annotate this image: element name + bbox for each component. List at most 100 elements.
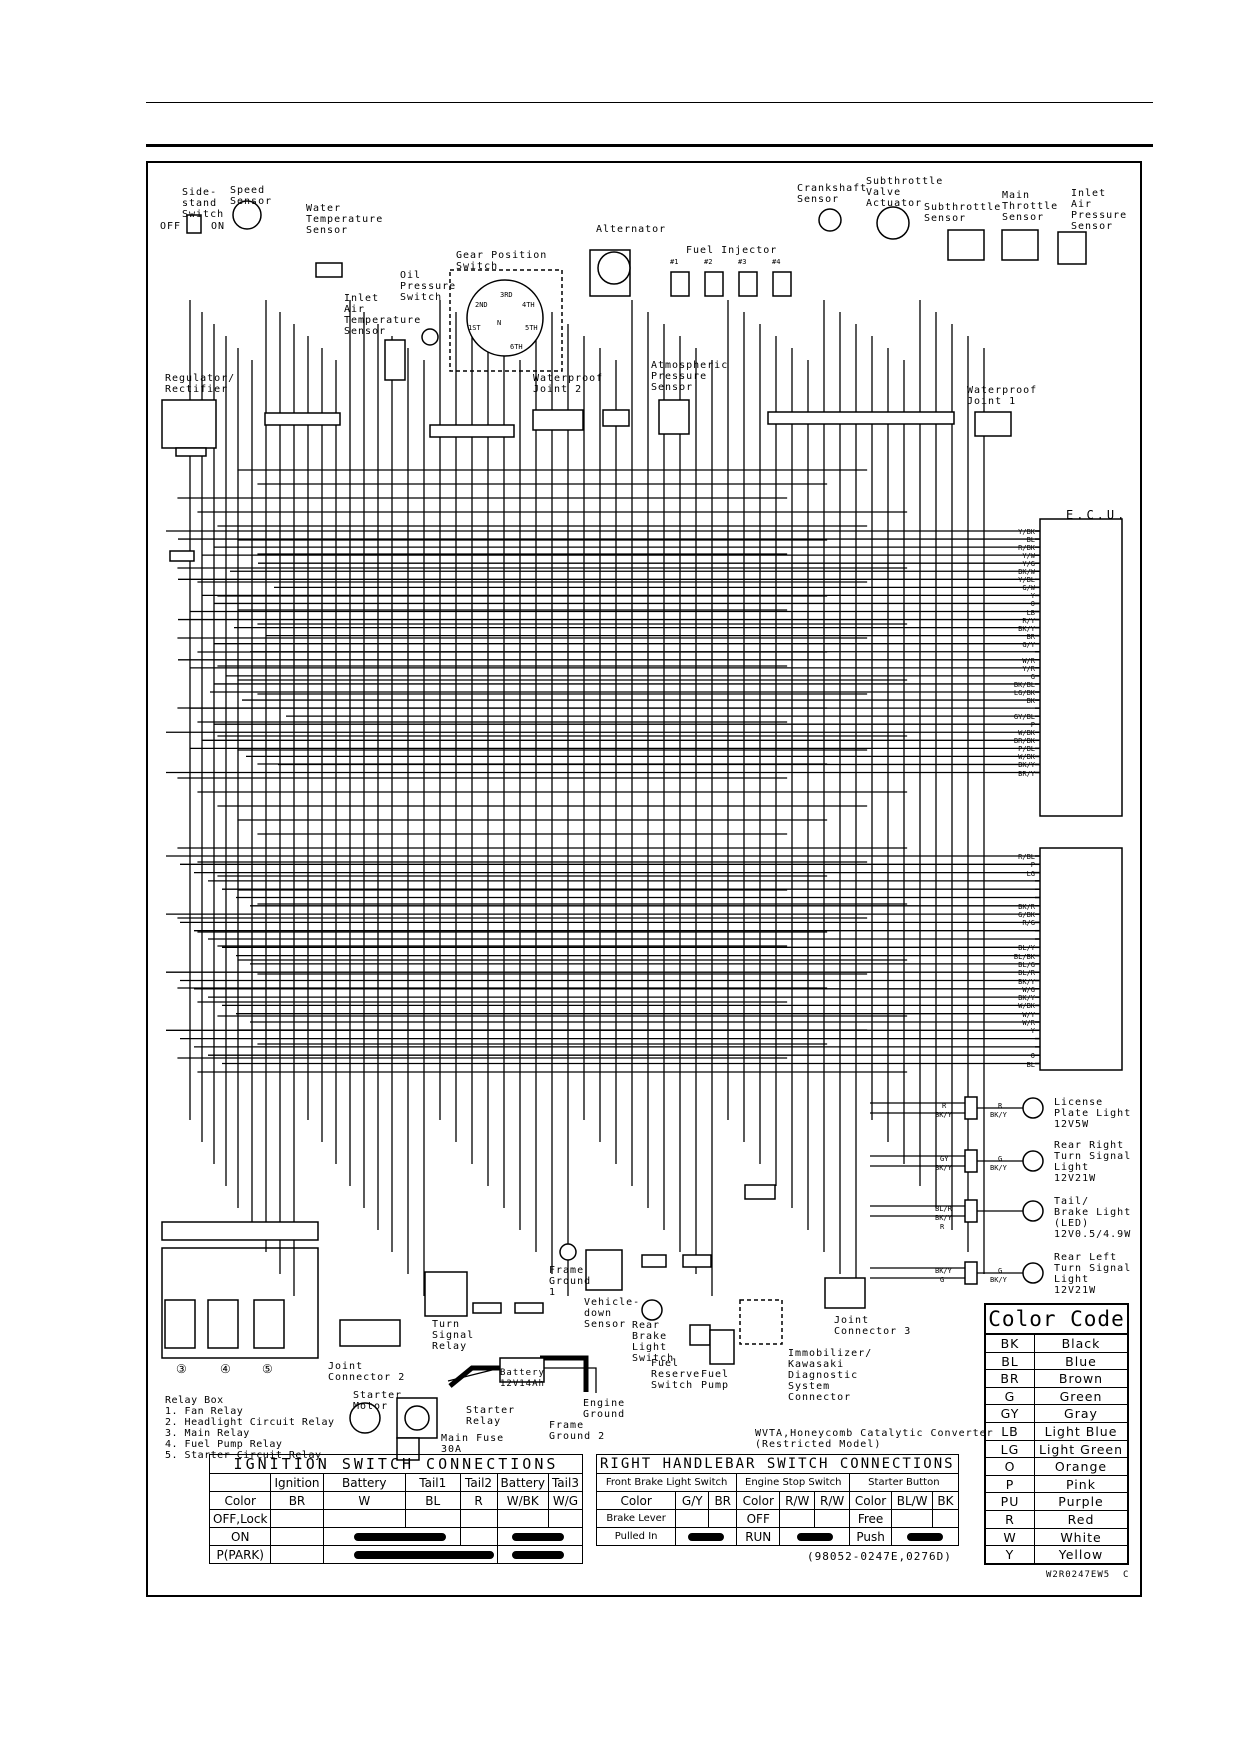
rear-light-bulb: [1022, 1097, 1044, 1119]
color-code-name: Orange: [1054, 1459, 1108, 1475]
turn-signal-relay-label: Turn Signal Relay: [432, 1319, 475, 1352]
color-code-name: Yellow: [1058, 1547, 1104, 1563]
license-plate-light-label: License Plate Light 12V5W: [1054, 1097, 1132, 1130]
atmospheric-pressure-sensor-body: [658, 399, 690, 435]
gear-label-6th: 6TH: [510, 343, 523, 351]
starter-motor-label: Starter Motor: [353, 1390, 403, 1412]
injector-3-label: #3: [738, 258, 747, 266]
color-code-abbr: Y: [986, 1546, 1035, 1563]
table-cell: W/G: [547, 1491, 583, 1510]
battery-cable: [448, 1365, 500, 1388]
table-header: Tail2: [459, 1473, 498, 1492]
gear-position-switch-label: Gear Position Switch: [456, 250, 548, 272]
side-stand-on-label: ON: [211, 221, 226, 232]
table-row-label: Brake Lever: [595, 1509, 677, 1528]
table-row-label: Push: [849, 1527, 892, 1546]
color-code-abbr: BL: [986, 1352, 1035, 1370]
fuel-pump-body: [709, 1329, 735, 1365]
ecu-pin-label: Y: [1030, 1027, 1035, 1036]
wvta-note-label: WVTA,Honeycomb Catalytic Converter (Rest…: [755, 1428, 994, 1450]
ecu-pin-label: LG/BK: [1013, 689, 1035, 697]
ecu-pin-label: BK/Y: [1018, 761, 1035, 770]
ignition-switch-table: IGNITION SWITCH CONNECTIONS Ignition Bat…: [208, 1454, 583, 1564]
connector-block: [641, 1254, 667, 1268]
wire-label: BK/Y: [990, 1111, 1007, 1119]
subthrottle-valve-actuator-label: Subthrottle Valve Actuator: [866, 176, 944, 209]
subthrottle-sensor-label: Subthrottle Sensor: [924, 202, 1002, 224]
inlet-air-pressure-sensor-body: [1057, 231, 1087, 265]
wire-label: BK/Y: [935, 1111, 952, 1119]
ecu-pin-label: W/BK: [1018, 729, 1035, 738]
gear-position-switch-body: [466, 279, 544, 357]
ecu-pin-label: G/Y: [1022, 640, 1035, 649]
rear-connector-body: [964, 1261, 978, 1285]
ecu-pin-label: W/G: [1022, 985, 1035, 994]
color-code-abbr: P: [986, 1475, 1035, 1493]
relay-number-4: ④: [220, 1362, 232, 1376]
color-code-row: BK Black: [986, 1335, 1127, 1353]
ecu-pin-label: BR/Y: [1018, 769, 1035, 778]
starter-relay-coil: [404, 1405, 430, 1431]
table-cell: BL/W: [890, 1491, 934, 1510]
joint-connector-2-body: [339, 1319, 401, 1347]
ecu-pin-label: Y/BL: [1018, 576, 1035, 585]
table-cell: W/BK: [496, 1491, 549, 1510]
main-fuse-label: Main Fuse 30A: [441, 1433, 505, 1455]
relay-body: [253, 1299, 285, 1349]
connection-bar: [688, 1533, 725, 1541]
regulator-rectifier-label: Regulator/ Rectifier: [165, 373, 236, 395]
ecu-pin-label: BL: [1026, 1060, 1035, 1069]
color-code-title: Color Code: [986, 1305, 1127, 1335]
color-code-name: Pink: [1066, 1476, 1096, 1492]
wire-label: GY: [940, 1155, 949, 1163]
battery-label: Battery 12V14Ah: [500, 1368, 545, 1389]
ecu-pin-label: Y/G: [1022, 560, 1035, 569]
ecu-pin-label: BR/BK: [1013, 737, 1035, 746]
connection-bar: [353, 1551, 494, 1559]
ecu-pin-label: GY/BL: [1013, 713, 1035, 722]
table-header: Starter Button: [849, 1473, 959, 1492]
color-code-abbr: BK: [986, 1335, 1035, 1352]
ecu-pin-label: P/BL: [1018, 745, 1035, 754]
color-code-abbr: O: [986, 1458, 1035, 1475]
injector-2-label: #2: [704, 258, 713, 266]
joint-connector-3-label: Joint Connector 3: [834, 1315, 912, 1337]
table-header: Tail3: [547, 1473, 583, 1492]
relay-box-label: Relay Box 1. Fan Relay 2. Headlight Circ…: [165, 1395, 335, 1461]
frame-ground-1-symbol: [559, 1243, 577, 1261]
ecu-pin-label: BL: [1026, 536, 1035, 545]
immobilizer-connector-housing: [739, 1299, 783, 1345]
table-cell: R: [459, 1491, 498, 1510]
rear-connector-body: [964, 1199, 978, 1223]
ground-cable: [540, 1355, 589, 1392]
header-rule-top: [146, 102, 1153, 103]
wire-label: R: [940, 1223, 945, 1231]
ecu-pin-label: Y/BK: [1018, 528, 1035, 536]
color-code-abbr: W: [986, 1528, 1035, 1546]
rear-left-turn-label: Rear Left Turn Signal Light 12V21W: [1054, 1252, 1132, 1296]
relay-box-connector: [161, 1221, 319, 1241]
part-number: (98052-0247E,0276D): [807, 1550, 952, 1563]
ecu-pin-label: BL/G: [1018, 960, 1035, 969]
color-code-row: Y Yellow: [986, 1546, 1127, 1563]
color-code-name: Brown: [1058, 1371, 1104, 1387]
table-cell: G/Y: [675, 1491, 710, 1510]
connector-block: [429, 424, 515, 438]
ecu-pin-label: BK/Y: [1018, 624, 1035, 633]
ecu-pin-label: W/Y: [1022, 1010, 1035, 1019]
ecu-pin-label: O: [1030, 600, 1035, 609]
color-code-name: Black: [1061, 1336, 1101, 1351]
ecu-pin-label: W/BK: [1018, 1002, 1035, 1011]
ecu-pin-label: G/BK: [1018, 911, 1035, 920]
engine-ground-label: Engine Ground: [583, 1398, 626, 1420]
tail-brake-light-label: Tail/ Brake Light (LED) 12V0.5/4.9W: [1054, 1196, 1132, 1240]
ecu-pin-label: O: [1030, 1052, 1035, 1061]
diagram-frame: [146, 161, 1142, 1597]
waterproof-joint-2-body: [532, 409, 584, 431]
ecu-pin-label: BK/Y: [1018, 977, 1035, 986]
color-code-name: Gray: [1064, 1406, 1098, 1422]
